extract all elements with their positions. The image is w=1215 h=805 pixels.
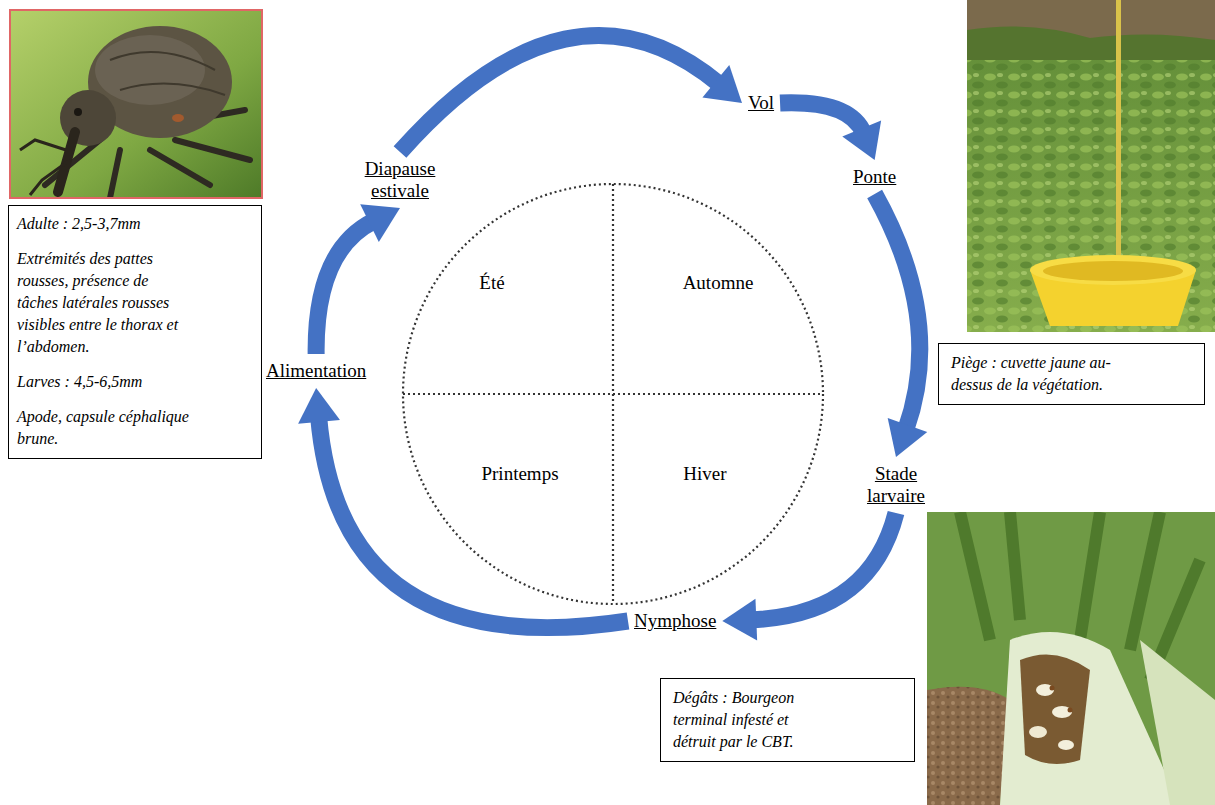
arrow-shaft bbox=[316, 221, 374, 354]
season-label: Hiver bbox=[683, 463, 726, 485]
arrow-head bbox=[702, 65, 742, 103]
description-box: Adulte : 2,5-3,7mmExtrémités des pattes … bbox=[8, 205, 262, 459]
arrow-shaft bbox=[319, 417, 628, 628]
season-label: Automne bbox=[683, 272, 754, 294]
stage-text: Vol bbox=[748, 92, 774, 114]
cycle-arrow bbox=[875, 194, 928, 457]
stage-label: Stade larvaire bbox=[856, 463, 936, 507]
stage-text: Diapause estivale bbox=[350, 158, 450, 202]
cycle-arrow bbox=[722, 513, 896, 641]
photo-frame bbox=[10, 10, 262, 198]
trap-note-box: Piège : cuvette jaune au-dessus de la vé… bbox=[938, 343, 1205, 405]
arrow-head bbox=[888, 418, 928, 457]
arrow-head bbox=[360, 204, 400, 242]
season-label: Printemps bbox=[481, 463, 558, 485]
note-text: Piège : cuvette jaune au-dessus de la vé… bbox=[951, 352, 1114, 396]
season-label: Été bbox=[479, 272, 504, 294]
arrow-head bbox=[722, 599, 757, 641]
dotted-season-circle bbox=[401, 182, 825, 606]
note-text: Dégâts : Bourgeon terminal infesté et dé… bbox=[673, 687, 834, 753]
cycle-arrow bbox=[400, 36, 742, 152]
arrow-shaft bbox=[400, 36, 720, 152]
stage-label: Alimentation bbox=[266, 360, 366, 382]
stage-label: Diapause estivale bbox=[350, 158, 450, 202]
damage-note-box: Dégâts : Bourgeon terminal infesté et dé… bbox=[660, 678, 915, 762]
weevil-photo bbox=[10, 10, 262, 198]
note-text: Larves : 4,5-6,5mm bbox=[17, 371, 191, 393]
stage-text: Stade larvaire bbox=[856, 463, 936, 507]
note-text: Apode, capsule céphalique brune. bbox=[17, 406, 191, 450]
stage-label: Nymphose bbox=[634, 610, 716, 632]
stage-label: Ponte bbox=[853, 166, 896, 188]
trap-photo bbox=[967, 0, 1215, 332]
note-text: Extrémités des pattes rousses, présence … bbox=[17, 248, 191, 358]
cycle-arrow bbox=[316, 204, 400, 354]
circle-outline bbox=[403, 184, 823, 604]
season-circle: Été AutomnePrintemps Hiver bbox=[401, 182, 825, 606]
cycle-arrow bbox=[298, 388, 628, 628]
arrow-head bbox=[298, 388, 340, 424]
stage-label: Vol bbox=[748, 92, 774, 114]
stage-text: Ponte bbox=[853, 166, 896, 188]
stage-text: Alimentation bbox=[266, 360, 366, 382]
cycle-arrow bbox=[780, 103, 881, 160]
arrow-head bbox=[842, 121, 881, 160]
arrow-shaft bbox=[751, 513, 896, 620]
arrow-shaft bbox=[875, 194, 920, 430]
note-text: Adulte : 2,5-3,7mm bbox=[17, 213, 191, 235]
quadrant-divider bbox=[612, 184, 614, 604]
arrow-shaft bbox=[780, 103, 864, 134]
larvae-photo bbox=[927, 512, 1215, 805]
stage-text: Nymphose bbox=[634, 610, 716, 632]
